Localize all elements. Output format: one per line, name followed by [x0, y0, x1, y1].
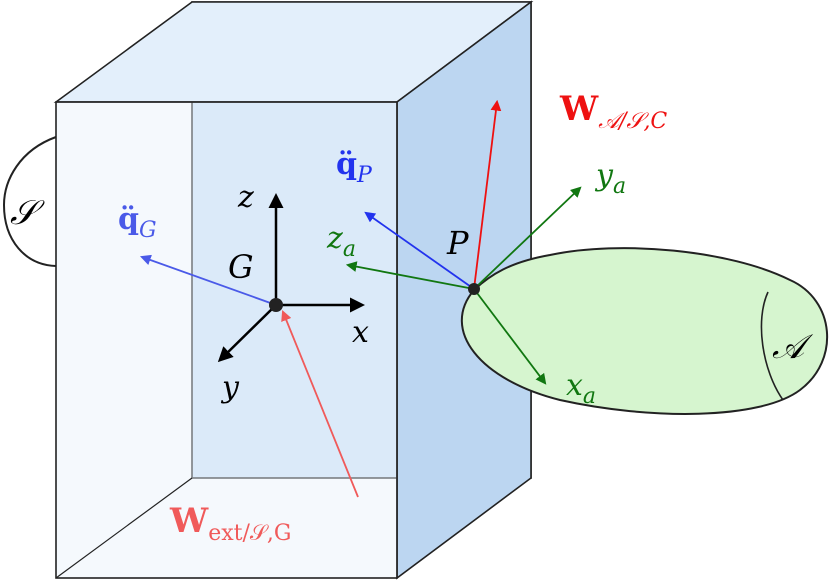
solid-S-blob: [2, 136, 57, 267]
label-accel-G: q̈G: [118, 202, 157, 243]
box-edge-bottom-left: [55, 477, 193, 579]
box-front-face: [55, 101, 398, 579]
label-accel-P: q̈P: [336, 147, 373, 188]
label-axis-za: za: [326, 221, 356, 262]
W-AS-arrow: [473, 99, 502, 290]
body-A-shape: [460, 247, 829, 415]
label-axis-ya: ya: [594, 158, 626, 199]
label-axis-z: z: [237, 180, 254, 215]
label-W-ext: Wext/𝒮,G: [169, 501, 291, 546]
label-axis-x: x: [352, 315, 369, 350]
point-P-dot: [468, 283, 480, 295]
label-axis-y: y: [220, 370, 240, 405]
axis-xa-arrow: [473, 288, 547, 385]
label-W-AS: W𝒜/𝒮,C: [559, 89, 667, 134]
point-G-dot: [269, 298, 283, 312]
body-A-divider: [760, 291, 784, 401]
axis-ya-arrow: [473, 186, 582, 290]
accel-P-arrow: [364, 211, 475, 290]
accel-G-arrow: [139, 254, 277, 306]
label-P: P: [446, 224, 469, 262]
label-G: G: [228, 248, 254, 286]
axis-y-arrow: [217, 304, 277, 363]
W-ext-arrow: [281, 309, 359, 498]
axis-za-arrow: [345, 261, 475, 290]
label-axis-xa: xa: [566, 368, 596, 409]
